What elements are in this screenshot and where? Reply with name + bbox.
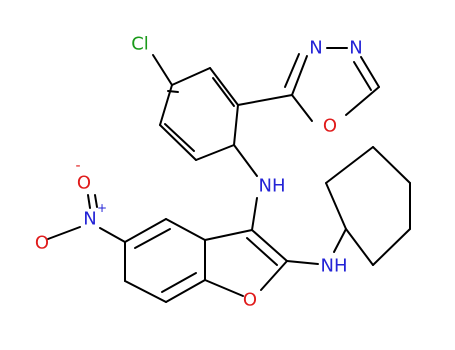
bond: [353, 61, 372, 91]
bond: [233, 144, 258, 177]
bond: [284, 53, 300, 88]
atom-labels: Cl N N O NH NH N + O - O O: [35, 34, 363, 311]
bond: [372, 228, 411, 266]
bond: [260, 260, 288, 291]
bond: [152, 54, 173, 86]
bond: [134, 228, 171, 249]
furan-oxygen-label: O: [243, 290, 257, 311]
bond: [372, 146, 411, 184]
bond: [164, 123, 195, 152]
bond: [325, 182, 347, 230]
bond: [204, 279, 244, 297]
bond: [345, 86, 380, 116]
bond: [167, 90, 179, 93]
amine-nh-upper-label: NH: [259, 176, 286, 197]
bond: [87, 194, 91, 209]
bond: [237, 94, 293, 106]
oxadiazole-oxygen-label: O: [323, 116, 337, 137]
nitro-nitrogen-charge: +: [97, 201, 107, 215]
oxadiazole-nitrogen-1-label: N: [309, 38, 322, 59]
amine-nh-lower-label: NH: [321, 256, 348, 277]
bond: [99, 227, 126, 243]
bond: [345, 228, 374, 266]
bond: [161, 272, 197, 293]
bond: [165, 218, 206, 241]
bond: [204, 229, 253, 241]
bond: [159, 124, 197, 161]
bond: [212, 77, 235, 107]
nitro-oxygen-top-charge: -: [75, 158, 80, 174]
nitro-nitrogen-label: N: [83, 209, 96, 230]
bond: [360, 56, 380, 88]
bond: [94, 194, 98, 208]
bond: [325, 146, 374, 184]
nitro-oxygen-top-label: O: [77, 173, 91, 194]
bond: [291, 94, 313, 122]
bond: [171, 67, 211, 86]
chlorine-label: Cl: [131, 34, 149, 55]
bond: [165, 279, 206, 303]
bond: [124, 280, 167, 303]
oxadiazole-nitrogen-2-label: N: [349, 38, 362, 59]
bond: [195, 144, 235, 161]
bond: [209, 67, 239, 106]
bond: [251, 229, 288, 262]
bond: [246, 237, 278, 266]
bond: [233, 104, 239, 146]
bond: [286, 260, 319, 265]
bond: [291, 55, 308, 96]
bond: [251, 197, 258, 231]
bond: [124, 218, 167, 243]
bonds: [47, 47, 411, 303]
bond: [333, 228, 347, 253]
nitro-oxygen-left-label: O: [35, 233, 49, 254]
bond: [47, 226, 81, 240]
